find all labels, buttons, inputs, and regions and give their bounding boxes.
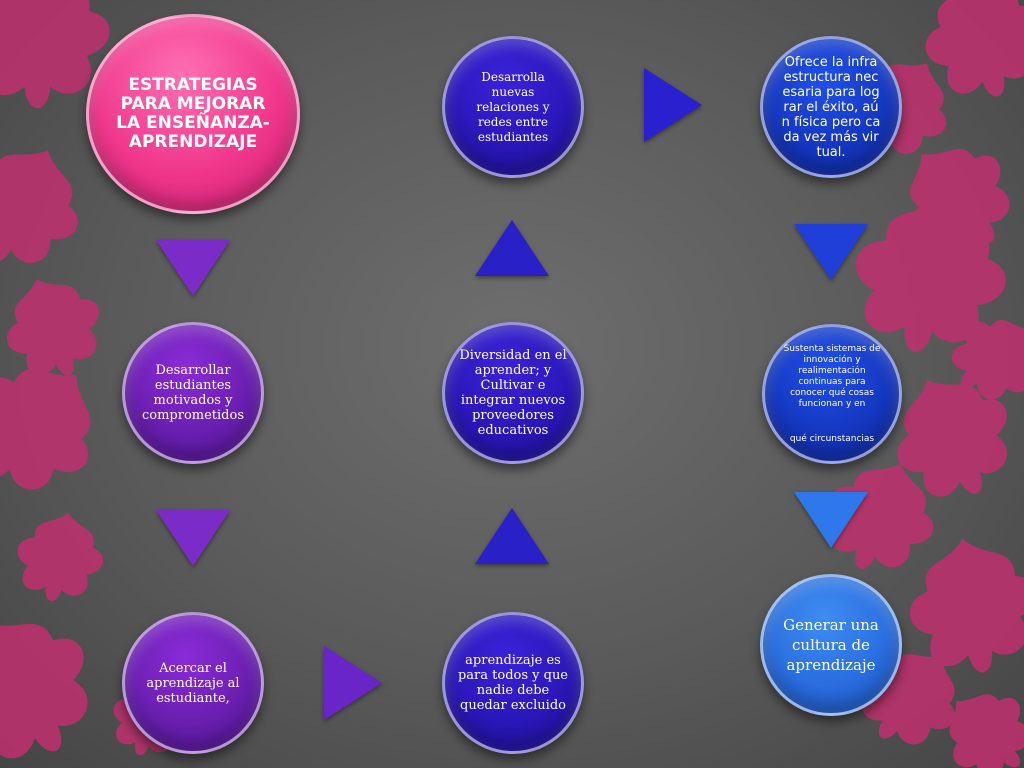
- node-learning-for-all-label: aprendizaje es para todos y que nadie de…: [457, 653, 569, 713]
- diagram-title: ESTRATEGIAS PARA MEJORAR LA ENSEÑANZA-AP…: [116, 75, 270, 152]
- node-motivated-students: Desarrollar estudiantes motivados y comp…: [122, 322, 264, 464]
- arrow-up-2: [475, 220, 549, 276]
- node-infrastructure: Ofrece la infraestructura necesaria para…: [760, 36, 902, 178]
- arrow-down-2: [156, 510, 230, 566]
- title-circle: ESTRATEGIAS PARA MEJORAR LA ENSEÑANZA-AP…: [86, 14, 300, 214]
- node-new-relations: Desarrolla nuevas relaciones y redes ent…: [442, 36, 584, 178]
- node-learning-culture-label: Generar una cultura de aprendizaje: [783, 616, 879, 674]
- arrow-right-1: [324, 646, 382, 720]
- node-innovation-systems-label: Sustenta sistemas de innovación y realim…: [783, 343, 881, 409]
- arrow-down-4: [794, 492, 868, 548]
- node-learning-culture: Generar una cultura de aprendizaje: [760, 574, 902, 716]
- node-innovation-systems-tail: qué circunstancias: [789, 433, 875, 444]
- node-innovation-systems: Sustenta sistemas de innovación y realim…: [762, 324, 902, 464]
- node-diversity: Diversidad en el aprender; y Cultivar e …: [442, 322, 584, 464]
- node-new-relations-label: Desarrolla nuevas relaciones y redes ent…: [476, 69, 550, 144]
- node-learning-for-all: aprendizaje es para todos y que nadie de…: [442, 612, 584, 754]
- node-infrastructure-label: Ofrece la infraestructura necesaria para…: [781, 54, 881, 160]
- node-motivated-students-label: Desarrollar estudiantes motivados y comp…: [141, 363, 245, 423]
- arrow-right-2: [644, 68, 702, 142]
- node-diversity-label: Diversidad en el aprender; y Cultivar e …: [459, 348, 567, 438]
- node-closer-learning: Acercar el aprendizaje al estudiante,: [122, 612, 264, 754]
- arrow-down-1: [156, 240, 230, 296]
- node-closer-learning-label: Acercar el aprendizaje al estudiante,: [146, 660, 240, 706]
- arrow-up-1: [475, 508, 549, 564]
- node-innovation-systems-text: Sustenta sistemas de innovación y realim…: [780, 325, 884, 464]
- arrow-down-3: [794, 224, 868, 280]
